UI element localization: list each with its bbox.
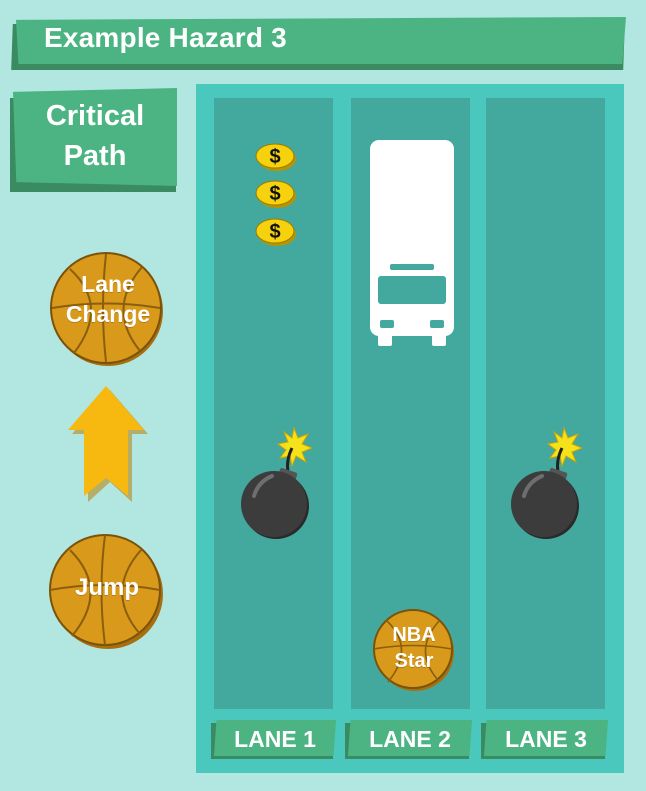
bomb-icon <box>511 426 584 539</box>
lane-2-label: LANE 2 <box>348 720 472 756</box>
jump-label: Jump <box>74 574 139 601</box>
player-label-line1: NBA <box>392 624 436 646</box>
player-nba-star: NBA Star <box>372 608 456 692</box>
critical-path-card <box>13 88 177 186</box>
lane-change-label-line2: Change <box>65 301 151 327</box>
basketball-icon <box>50 252 163 366</box>
lane-3-label: LANE 3 <box>484 720 608 756</box>
svg-text:$: $ <box>269 146 280 168</box>
bomb-icon <box>241 426 314 539</box>
player-label-line2: Star <box>394 650 434 672</box>
title-banner <box>16 17 626 64</box>
bus-icon <box>370 140 454 346</box>
up-arrow-icon <box>68 386 148 502</box>
coin-icon: $ <box>255 180 296 208</box>
lane-1-label: LANE 1 <box>214 720 336 756</box>
lane-change-ball: Lane Change <box>50 251 166 367</box>
svg-text:$: $ <box>269 221 280 243</box>
coin-icon: $ <box>255 143 296 171</box>
lane-3 <box>486 98 605 709</box>
basketball-icon <box>373 609 454 691</box>
coin-icon: $ <box>255 218 296 246</box>
lane-change-label-line1: Lane <box>81 271 135 297</box>
coin-stack: $ $ $ <box>255 143 296 246</box>
jump-ball: Jump <box>48 532 166 650</box>
page-title: Example Hazard 3 <box>44 22 287 53</box>
critical-path-heading-line2: Path <box>63 140 127 172</box>
svg-text:$: $ <box>269 183 280 205</box>
critical-path-heading-line1: Critical <box>45 100 145 132</box>
basketball-icon <box>49 534 163 649</box>
